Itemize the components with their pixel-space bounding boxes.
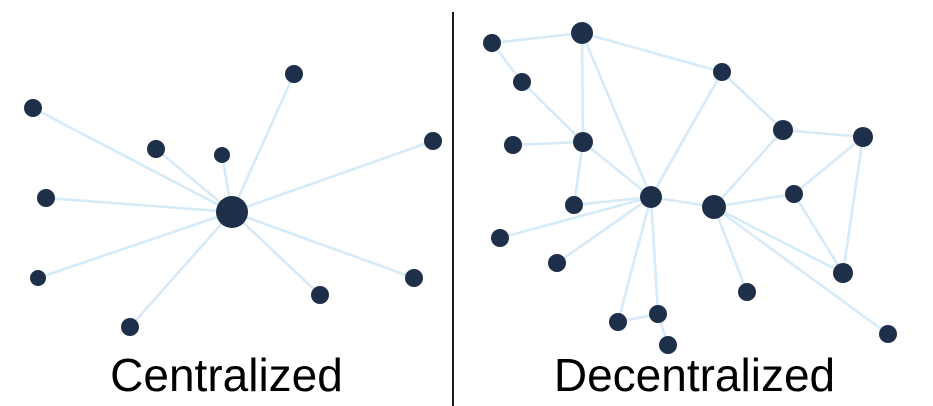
- network-node: [649, 305, 667, 323]
- network-node: [37, 189, 55, 207]
- panel-caption-centralized: Centralized: [110, 349, 343, 401]
- network-edge: [649, 195, 660, 316]
- network-edge: [649, 70, 724, 199]
- network-node: [513, 73, 531, 91]
- network-node: [571, 22, 593, 44]
- network-node: [121, 318, 139, 336]
- network-edge: [498, 195, 653, 240]
- network-edge: [572, 195, 653, 207]
- network-edge: [555, 195, 653, 265]
- network-edge: [712, 192, 796, 209]
- network-edge: [230, 210, 322, 297]
- network-node: [24, 99, 42, 117]
- edge-group-decentralized: [490, 31, 890, 347]
- network-hub-node: [640, 186, 662, 208]
- node-group-decentralized: [483, 22, 897, 354]
- network-edge: [230, 72, 296, 214]
- network-node: [785, 185, 803, 203]
- network-edge: [841, 135, 865, 275]
- node-group-centralized: [24, 65, 442, 336]
- network-edge: [490, 31, 584, 45]
- network-node: [738, 283, 756, 301]
- network-edge: [580, 31, 724, 74]
- network-edge: [572, 140, 585, 207]
- network-hub-node: [702, 195, 726, 219]
- network-node: [573, 132, 593, 152]
- network-edge: [511, 140, 585, 147]
- network-node: [483, 34, 501, 52]
- network-edge: [36, 210, 234, 280]
- network-edge: [230, 210, 416, 280]
- network-edge: [720, 70, 785, 132]
- network-node: [548, 254, 566, 272]
- network-node: [424, 132, 442, 150]
- network-node: [311, 286, 329, 304]
- network-edge: [616, 195, 653, 324]
- network-edge: [31, 106, 234, 214]
- network-edge: [154, 147, 234, 214]
- network-edge: [712, 205, 749, 294]
- network-edge: [712, 205, 890, 336]
- network-node: [491, 229, 509, 247]
- network-edge: [581, 140, 653, 199]
- network-node: [609, 313, 627, 331]
- network-node: [214, 147, 230, 163]
- network-edge: [580, 31, 585, 144]
- network-edge: [792, 135, 865, 196]
- network-edge: [781, 128, 865, 139]
- network-node: [659, 336, 677, 354]
- network-edge: [580, 31, 653, 199]
- network-edge: [128, 210, 234, 329]
- panel-caption-decentralized: Decentralized: [553, 349, 836, 401]
- network-node: [713, 63, 731, 81]
- network-node: [504, 136, 522, 154]
- network-edge: [712, 205, 845, 275]
- network-node: [853, 127, 873, 147]
- network-edge: [44, 196, 234, 214]
- network-node: [147, 140, 165, 158]
- network-edge: [792, 192, 845, 275]
- network-node: [405, 269, 423, 287]
- network-hub-node: [216, 196, 248, 228]
- network-edge: [712, 128, 785, 209]
- network-node: [30, 270, 46, 286]
- network-node: [879, 325, 897, 343]
- network-node: [833, 263, 853, 283]
- network-edge: [520, 80, 585, 144]
- network-node: [285, 65, 303, 83]
- network-edge: [230, 139, 435, 214]
- network-node: [565, 196, 583, 214]
- network-node: [773, 120, 793, 140]
